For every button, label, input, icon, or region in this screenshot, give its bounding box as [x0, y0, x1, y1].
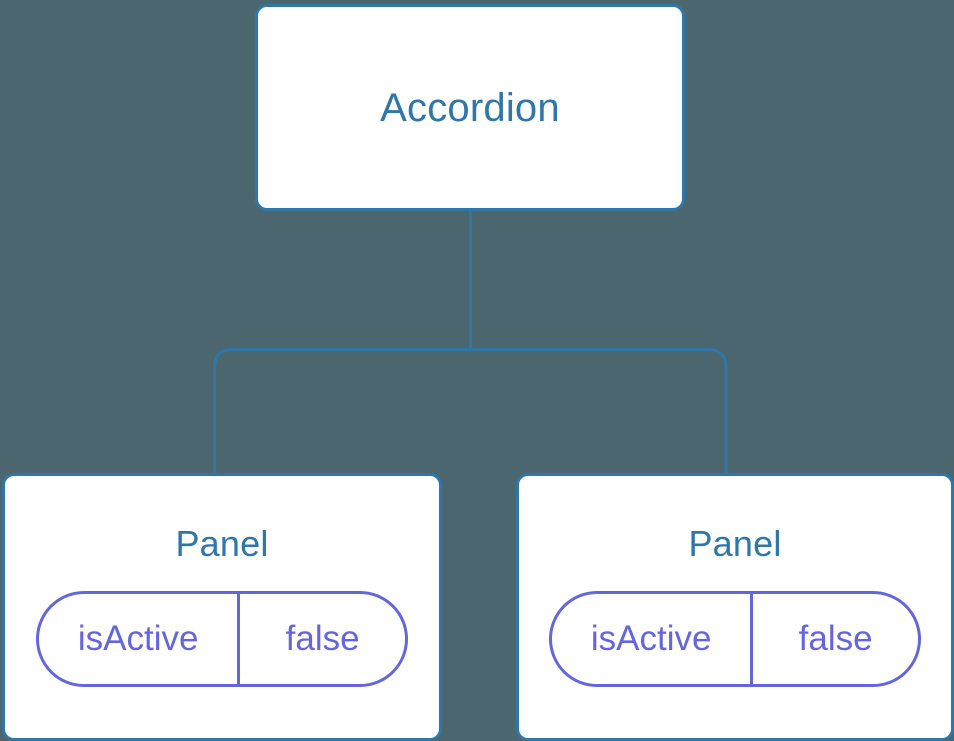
state-value-panel-1: false — [285, 618, 360, 658]
node-panel-2[interactable]: Panel isActive false — [516, 473, 954, 741]
state-pill-panel-1[interactable]: isActive false — [36, 591, 408, 687]
state-key-panel-2: isActive — [552, 594, 754, 684]
node-accordion-label: Accordion — [380, 85, 560, 130]
node-panel-1-label: Panel — [175, 523, 269, 564]
connector-right-branch — [470, 348, 728, 473]
state-key-panel-1: isActive — [39, 594, 241, 684]
node-panel-2-label: Panel — [688, 523, 782, 564]
connector-left-branch — [213, 348, 471, 473]
node-accordion[interactable]: Accordion — [255, 4, 685, 211]
state-pill-panel-2[interactable]: isActive false — [549, 591, 921, 687]
state-value-panel-2: false — [798, 618, 873, 658]
node-panel-1[interactable]: Panel isActive false — [2, 473, 442, 741]
